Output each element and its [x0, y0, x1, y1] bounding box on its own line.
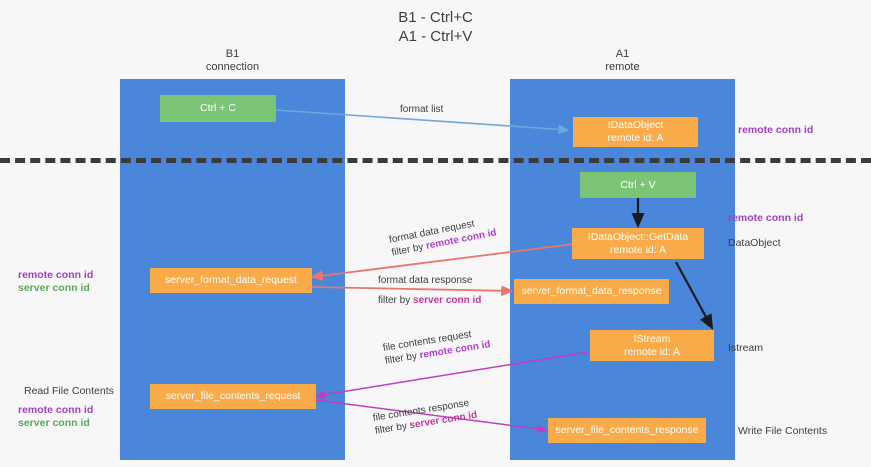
arrow-response-to-istream	[675, 261, 714, 330]
node-server-format-data-response[interactable]: server_format_data_response	[514, 279, 669, 304]
node-istream-line1: IStream	[633, 332, 671, 345]
node-server-format-data-request[interactable]: server_format_data_request	[150, 268, 312, 293]
edge-label-format-data-response-text: format data response	[378, 275, 473, 286]
side-label-left-server-conn-id-bottom: server conn id	[18, 417, 90, 429]
arrow-file-contents-request	[314, 351, 589, 400]
node-server-file-contents-request[interactable]: server_file_contents_request	[150, 384, 316, 409]
lane-header-a1: A1 remote	[605, 48, 640, 73]
side-label-left-remote-conn-id-bottom: remote conn id	[18, 404, 94, 416]
node-server-format-data-response-label: server_format_data_response	[521, 285, 662, 297]
node-idataobject-top[interactable]: IDataObject remote id: A	[573, 117, 698, 147]
edge-label-format-list: format list	[400, 103, 443, 116]
side-label-left-remote-conn-id-mid: remote conn id	[18, 269, 94, 281]
node-server-file-contents-response[interactable]: server_file_contents_response	[548, 418, 706, 443]
edge-label-format-list-text: format list	[400, 104, 444, 115]
node-idataobject-getdata[interactable]: IDataObject::GetData remote id: A	[572, 228, 704, 259]
edge-label-fdresp-filter-key: server conn id	[413, 295, 482, 306]
node-server-file-contents-response-label: server_file_contents_response	[555, 424, 699, 436]
side-label-read-file-contents: Read File Contents	[24, 385, 114, 397]
arrow-format-list	[275, 109, 570, 135]
node-getdata-line2: remote id: A	[609, 243, 667, 256]
arrow-file-contents-response	[315, 399, 548, 434]
arrow-format-data-response	[311, 285, 514, 297]
lane-header-b1: B1 connection	[205, 48, 260, 73]
edge-label-fdresp-filter-prefix: filter by	[378, 295, 414, 306]
node-idataobject-top-line1: IDataObject	[607, 119, 664, 131]
arrow-format-data-request	[310, 243, 575, 282]
node-ctrl-c-label: Ctrl + C	[200, 102, 236, 114]
node-getdata-line1: IDataObject::GetData	[587, 230, 689, 243]
node-server-file-contents-request-label: server_file_contents_request	[165, 390, 301, 402]
side-label-remote-conn-id-top: remote conn id	[738, 124, 814, 136]
node-ctrl-c[interactable]: Ctrl + C	[160, 95, 276, 122]
node-idataobject-top-line2: remote id: A	[607, 132, 664, 144]
page-title: B1 - Ctrl+C A1 - Ctrl+V	[398, 9, 473, 45]
node-server-format-data-request-label: server_format_data_request	[165, 274, 297, 286]
side-label-write-file-contents: Write File Contents	[738, 425, 828, 437]
node-ctrl-v-label: Ctrl + V	[620, 178, 656, 191]
side-label-remote-conn-id-mid: remote conn id	[728, 212, 804, 224]
side-label-left-server-conn-id-mid: server conn id	[18, 282, 90, 294]
phase-divider	[0, 158, 871, 163]
node-istream-line2: remote id: A	[623, 345, 681, 358]
side-label-dataobject: DataObject	[728, 237, 781, 249]
node-ctrl-v[interactable]: Ctrl + V	[580, 172, 696, 198]
side-label-istream: Istream	[728, 342, 764, 354]
node-istream[interactable]: IStream remote id: A	[590, 330, 714, 361]
edge-label-format-data-response: format data response filter by server co…	[378, 274, 481, 307]
